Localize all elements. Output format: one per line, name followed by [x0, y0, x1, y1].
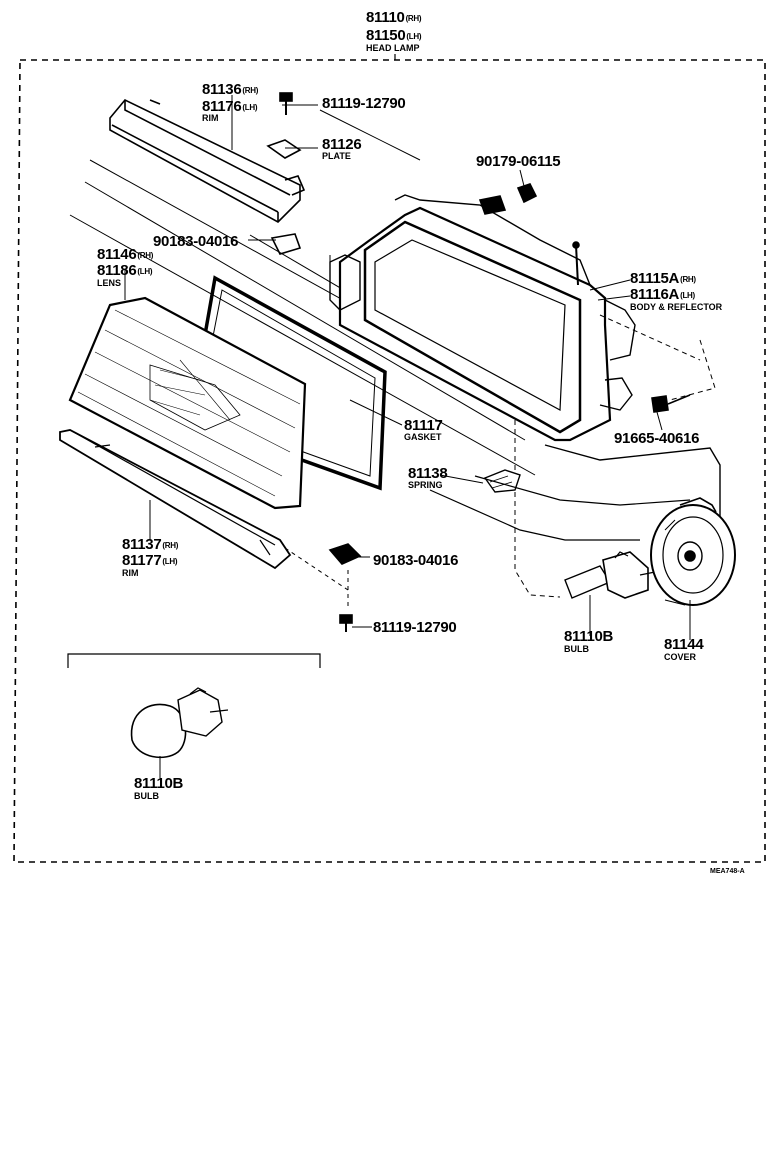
- bulb-alt-pn: 81110B: [134, 775, 184, 792]
- head-lamp-pn-rh: 81110(RH): [366, 9, 422, 26]
- body-reflector-pn-rh: 81115A(RH): [630, 270, 696, 287]
- diagram-code: MEA748-A: [710, 868, 745, 875]
- nut-top-pn: 90179-06115: [476, 153, 561, 170]
- spring-pn: 81138: [408, 465, 448, 482]
- alt-bulb-bracket: [67, 653, 321, 668]
- lens-pn-rh: 81146(RH): [97, 246, 154, 263]
- cover-part: [650, 497, 736, 606]
- screw-upper-pn: 81119-12790: [322, 95, 406, 112]
- clip-upper-pn: 90183-04016: [153, 233, 239, 250]
- rim-upper-pn-lh: 81176(LH): [202, 98, 258, 115]
- assembly-boundary: [13, 59, 766, 863]
- body-reflector-pn-lh: 81116A(LH): [630, 286, 695, 303]
- screw-upper-part: [279, 92, 293, 115]
- lens-pn-lh: 81186(LH): [97, 262, 153, 279]
- rim-lower-pn-lh: 81177(LH): [122, 552, 178, 569]
- lower-rim-part: [59, 429, 292, 570]
- spring-part: [483, 469, 521, 493]
- screw-lower-part: [339, 614, 353, 632]
- upper-rim-part: [109, 99, 306, 223]
- main-bulb-part: [564, 551, 656, 599]
- head-lamp-pn-lh: 81150(LH): [366, 27, 422, 44]
- screw-lower-pn: 81119-12790: [373, 619, 457, 636]
- clip-upper-part: [270, 233, 302, 255]
- clip-lower-pn: 90183-04016: [373, 552, 459, 569]
- cover-name: COVER: [664, 652, 697, 662]
- gasket-pn: 81117: [404, 417, 443, 434]
- plate-name: PLATE: [322, 151, 351, 161]
- plate-part: [266, 139, 302, 159]
- gasket-name: GASKET: [404, 432, 442, 442]
- rim-upper-pn-rh: 81136(RH): [202, 81, 259, 98]
- body-reflector-name: BODY & REFLECTOR: [630, 302, 723, 312]
- adjust-screw-part: [651, 395, 669, 413]
- body-reflector-part: [329, 194, 636, 442]
- spring-name: SPRING: [408, 480, 443, 490]
- bulb-main-name: BULB: [564, 644, 589, 654]
- plate-pn: 81126: [322, 136, 362, 153]
- cover-pn: 81144: [664, 636, 704, 653]
- rim-lower-name: RIM: [122, 568, 139, 578]
- nut-top-part: [516, 183, 538, 204]
- lens-part: [68, 296, 307, 510]
- bulb-main-pn: 81110B: [564, 628, 614, 645]
- rim-lower-pn-rh: 81137(RH): [122, 536, 179, 553]
- lens-name: LENS: [97, 278, 122, 288]
- clip-lower-part: [328, 543, 362, 565]
- bulb-alt-name: BULB: [134, 791, 159, 801]
- adjust-screw-pn: 91665-40616: [614, 430, 700, 447]
- alt-bulb-part: [130, 687, 229, 759]
- rim-upper-name: RIM: [202, 113, 219, 123]
- head-lamp-name: HEAD LAMP: [366, 43, 420, 53]
